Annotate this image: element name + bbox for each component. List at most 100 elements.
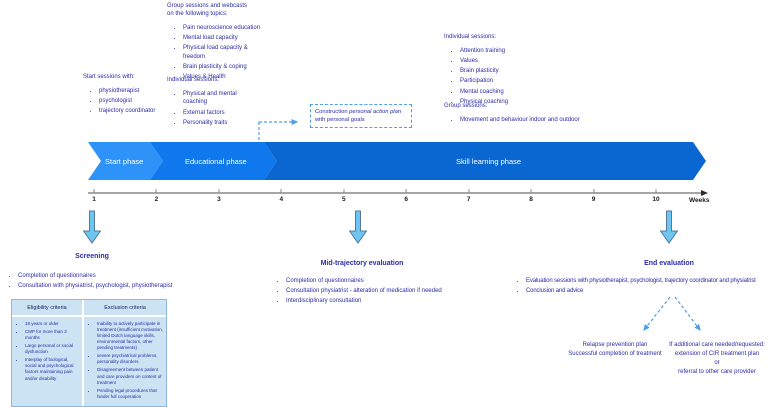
start-phase-chevron: [88, 142, 163, 180]
action-plan-text-italic: personal action plan: [349, 109, 402, 115]
week-number: 1: [92, 196, 96, 203]
weeks-axis-line: [88, 192, 702, 194]
list-item: Interdisciplinary consultation: [286, 297, 586, 306]
list-item: Physical load capacity & freedom: [183, 44, 263, 61]
group-skill-note: Group sessions: Movement and behaviour i…: [444, 103, 674, 126]
list-item: Interplay of biological, social and psyc…: [25, 357, 80, 381]
criteria-table: Eligibility criteria Exclusion criteria …: [11, 299, 167, 407]
week-number: 4: [279, 196, 284, 203]
list-item: Physical and mental coaching: [183, 90, 259, 107]
list-item: trajectory coordinator: [99, 107, 178, 116]
list-item: Personality traits: [183, 119, 259, 128]
week-number: 5: [341, 196, 346, 203]
eligibility-criteria-cell: 18 years or olderCMP for more than 3 mon…: [12, 317, 82, 406]
outcome-right-line: or: [714, 360, 720, 366]
group-webcasts-note: Group sessions and webcasts on the follo…: [167, 3, 263, 83]
list-item: Inability to actively participate in tre…: [97, 321, 164, 351]
list-item: Movement and behaviour indoor and outdoo…: [460, 116, 674, 125]
outcome-left-arrow: [643, 296, 671, 331]
list-item: physiotherapist: [99, 87, 178, 96]
list-item: Values: [460, 57, 604, 66]
mid-evaluation-down-arrow: [349, 210, 367, 244]
screening-down-arrow: [83, 210, 101, 244]
outcome-left-text: Relapse prevention plan Successful compl…: [553, 341, 677, 359]
list-item: Disagreement between patient and care pr…: [97, 367, 164, 385]
list-item: Consultation physiatrist - alteration of…: [286, 287, 586, 296]
list-item: Completion of questionnaires: [18, 272, 284, 281]
end-evaluation-down-arrow: [660, 210, 678, 244]
list-item: Pending legal procedures that hinder ful…: [97, 388, 164, 400]
action-plan-connector-arrow: [258, 119, 299, 142]
week-number: 6: [404, 196, 408, 203]
mid-evaluation-title: Mid-trajectory evaluation: [320, 260, 404, 267]
list-item: Participation: [460, 77, 604, 86]
eligibility-criteria-header: Eligibility criteria: [12, 300, 82, 317]
list-item: severe psychiatrical problems, personali…: [97, 353, 164, 365]
individual-educational-note: Individual sessions: Physical and mental…: [167, 77, 259, 129]
outcome-right-line: referral to other care provider: [678, 369, 756, 375]
list-item: Mental load capacity: [183, 34, 263, 43]
list-item: Physical coaching: [460, 98, 604, 107]
outcome-right-line: If additional care needed/requested:: [669, 342, 765, 348]
week-number: 2: [154, 196, 159, 203]
phase-band: Start phase Educational phase Skill lear…: [88, 142, 706, 180]
start-phase-label: Start phase: [105, 157, 143, 166]
individual-educational-list: Physical and mental coachingExternal fac…: [183, 90, 259, 128]
list-item: Evaluation sessions with physiotherapist…: [526, 277, 784, 286]
outcome-right-arrow: [674, 296, 701, 331]
individual-skill-title: Individual sessions:: [444, 34, 497, 40]
list-item: Consultation with physiatrist, psycholog…: [18, 282, 284, 291]
skill-learning-phase-chevron: [264, 142, 706, 180]
end-evaluation-title: End evaluation: [644, 260, 694, 267]
weeks-axis-arrowhead: [701, 189, 708, 196]
list-item: Attention training: [460, 47, 604, 56]
list-item: Brain plasticity: [460, 67, 604, 76]
action-plan-box: Construction personal action plan with p…: [310, 104, 412, 129]
individual-educational-title: Individual sessions:: [167, 77, 220, 83]
list-item: External factors: [183, 109, 259, 118]
list-item: CMP for more than 3 months: [25, 329, 80, 341]
outcome-right-line: extension of CIR treatment plan: [674, 351, 760, 357]
list-item: Completion of questionnaires: [286, 277, 586, 286]
individual-skill-note: Individual sessions: Attention trainingV…: [444, 34, 604, 108]
exclusion-criteria-cell: Inability to actively participate in tre…: [84, 317, 166, 406]
outcome-left-line: Successful completion of treatment: [568, 351, 662, 357]
week-number: 8: [529, 196, 533, 203]
outcome-left-line: Relapse prevention plan: [582, 342, 648, 348]
group-skill-title: Group sessions:: [444, 103, 488, 109]
eligibility-criteria-list: 18 years or olderCMP for more than 3 mon…: [25, 321, 80, 382]
list-item: Values & Health: [183, 73, 263, 82]
action-plan-text-line2: with personal goals: [315, 117, 365, 124]
educational-phase-chevron: [150, 142, 277, 180]
start-sessions-title: Start sessions with:: [83, 74, 135, 80]
outcome-branch-arrows: [643, 296, 701, 331]
list-item: psychologist: [99, 97, 178, 106]
list-item: 18 years or older: [25, 321, 80, 327]
exclusion-criteria-list: Inability to actively participate in tre…: [97, 321, 164, 400]
start-sessions-note: Start sessions with: physiotherapistpsyc…: [83, 74, 178, 117]
outcome-right-text: If additional care needed/requested: ext…: [652, 341, 782, 377]
action-plan-text-prefix: Construction: [315, 109, 350, 115]
group-webcasts-list: Pain neuroscience educationMental load c…: [183, 24, 263, 82]
list-item: Pain neuroscience education: [183, 24, 263, 33]
list-item: Conclusion and advice: [526, 287, 784, 296]
skill-learning-phase-label: Skill learning phase: [456, 157, 521, 166]
end-evaluation-list: Evaluation sessions with physiotherapist…: [526, 277, 784, 297]
educational-phase-label: Educational phase: [185, 157, 247, 166]
group-webcasts-title: Group sessions and webcasts on the follo…: [167, 3, 248, 17]
group-skill-list: Movement and behaviour indoor and outdoo…: [460, 116, 674, 125]
week-number: 9: [591, 196, 596, 203]
exclusion-criteria-header: Exclusion criteria: [84, 300, 166, 317]
week-number: 10: [652, 196, 660, 203]
start-sessions-list: physiotherapistpsychologisttrajectory co…: [99, 87, 178, 116]
week-number: 7: [466, 196, 471, 203]
list-item: Mental coaching: [460, 88, 604, 97]
list-item: Large personal or social dysfunction: [25, 343, 80, 355]
list-item: Brain plasticity & coping: [183, 63, 263, 72]
screening-list: Completion of questionnairesConsultation…: [18, 272, 284, 292]
weeks-axis-label: Weeks: [689, 197, 710, 204]
individual-skill-list: Attention trainingValuesBrain plasticity…: [460, 47, 604, 107]
week-number: 3: [217, 196, 221, 203]
screening-title: Screening: [75, 253, 109, 260]
mid-evaluation-list: Completion of questionnairesConsultation…: [286, 277, 586, 307]
